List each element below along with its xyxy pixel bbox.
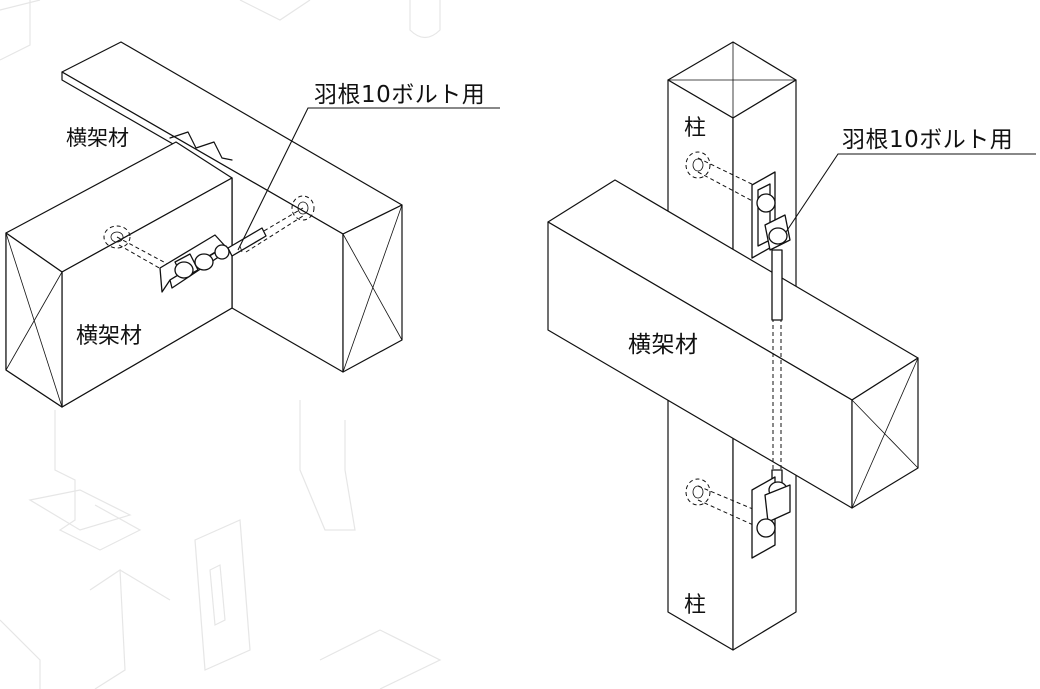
right-post-top-label: 柱 (684, 116, 706, 141)
right-beam (547, 179, 919, 509)
background-ghost-art (0, 0, 442, 689)
right-hardware-upper (751, 171, 791, 321)
left-bolt-path (103, 195, 315, 274)
left-beam-front-label: 横架材 (76, 324, 142, 349)
right-post-bottom-label: 柱 (684, 593, 706, 618)
left-hardware-label: 羽根10ボルト用 (314, 82, 485, 108)
left-back-beam (61, 41, 403, 373)
left-front-beam (5, 141, 233, 408)
right-beam-label: 横架材 (628, 332, 699, 358)
right-bolt-path (685, 151, 782, 529)
left-beam-top-label: 横架材 (66, 126, 129, 150)
right-hardware-lower (751, 469, 791, 559)
right-hardware-label: 羽根10ボルト用 (842, 127, 1013, 153)
right-figure (547, 41, 919, 651)
left-figure (5, 41, 403, 408)
left-hardware (159, 227, 267, 293)
left-hardware-leader (237, 107, 500, 251)
right-hardware-leader (785, 153, 1036, 233)
